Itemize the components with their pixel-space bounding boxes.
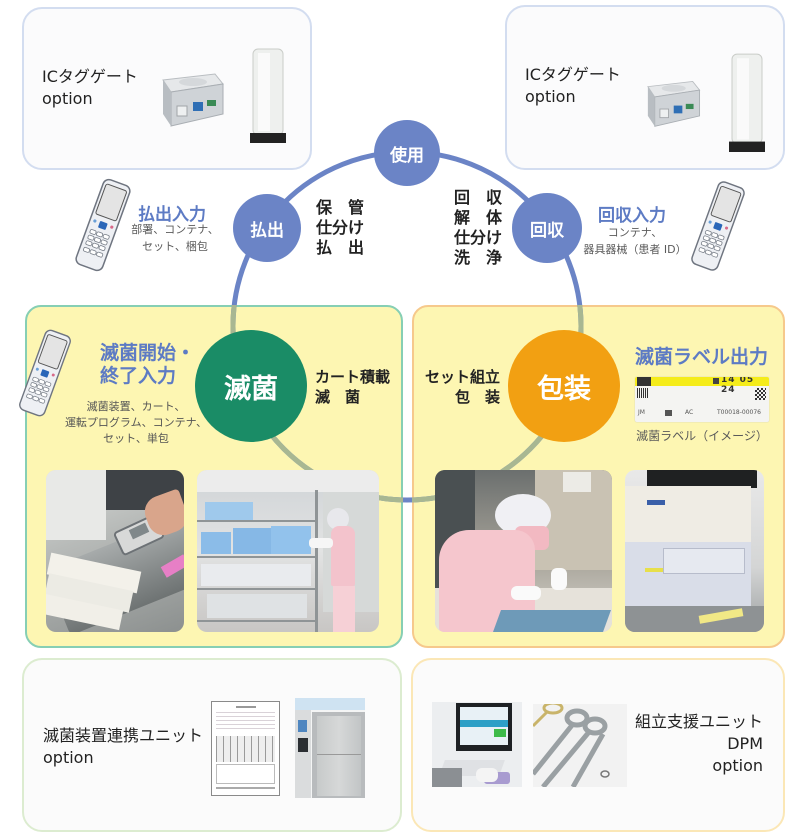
cycle-node-issue-label: 払出 xyxy=(250,220,284,241)
cycle-node-issue: 払出 xyxy=(233,194,301,262)
sterilization-record-document-image xyxy=(211,701,280,796)
dpm-label: DPM xyxy=(727,734,763,753)
label-serial: T00018-00076 xyxy=(717,409,762,416)
assembly-support-unit-title: 組立支援ユニット xyxy=(634,712,763,731)
sterilization-steps: カート積載 滅 菌 xyxy=(315,367,390,407)
nurse-figure xyxy=(327,508,349,530)
step-collect: 回 収 xyxy=(454,188,503,207)
cycle-node-sterilize: 滅菌 xyxy=(195,330,307,442)
collection-input-detail-line: コンテナ、 xyxy=(607,226,663,239)
sterilization-input-title: 滅菌開始・ 終了入力 xyxy=(100,342,195,388)
sterilization-input-details: 滅菌装置、カート、 運転プログラム、コンテナ、 セット、単包 xyxy=(60,399,212,447)
step-sorting: 仕分け xyxy=(316,218,365,237)
step-sterilization: 滅 菌 xyxy=(315,388,361,406)
ic-tag-gate-tower-image xyxy=(250,47,286,143)
handheld-scanner-icon xyxy=(14,326,76,420)
surgical-instruments-image xyxy=(533,704,627,787)
step-cart-loading: カート積載 xyxy=(315,368,391,386)
sterilization-detail-line: 運転プログラム、コンテナ、 xyxy=(64,416,208,429)
sterilization-label-caption: 滅菌ラベル（イメージ） xyxy=(636,429,768,443)
option-label: option xyxy=(42,89,93,108)
sterilization-input-title-line: 終了入力 xyxy=(100,365,177,387)
step-sorting: 仕分け xyxy=(454,228,503,247)
assembly-support-unit-label: 組立支援ユニット DPM option xyxy=(600,711,763,777)
issue-input-title: 払出入力 xyxy=(138,205,206,225)
sterilization-input-title-line: 滅菌開始・ xyxy=(100,342,196,364)
assembly-support-terminal-image xyxy=(432,702,522,787)
cycle-node-package: 包装 xyxy=(508,330,620,442)
sterilizer-link-unit-title: 滅菌装置連携ユニット xyxy=(43,726,204,745)
container-box-image xyxy=(157,70,225,128)
sterilizer-machine-image xyxy=(295,698,365,798)
step-packaging: 包 装 xyxy=(454,388,500,406)
sterilization-detail-line: 滅菌装置、カート、 xyxy=(86,400,186,413)
sterilizer-link-unit-label: 滅菌装置連携ユニット option xyxy=(43,725,203,769)
photo-sterile-storage-shelves xyxy=(197,470,379,632)
photo-set-assembly xyxy=(435,470,612,632)
step-storage: 保 管 xyxy=(316,198,365,217)
step-set-assembly: セット組立 xyxy=(424,368,500,386)
qr-code-icon xyxy=(755,388,766,400)
sterilization-label-sample: 14 05 24 JM AC T00018-00076 xyxy=(635,377,769,422)
step-issue: 払 出 xyxy=(316,238,365,257)
photo-label-printer xyxy=(625,470,764,632)
collection-input-detail-line: 器具器械（患者 ID） xyxy=(583,243,687,256)
container-box-image xyxy=(638,78,706,128)
label-mid-code: AC xyxy=(685,409,694,416)
handheld-scanner-icon xyxy=(686,177,750,275)
ic-tag-gate-tower-image xyxy=(729,52,765,152)
option-label: option xyxy=(712,756,763,775)
ic-tag-gate-label-right: ICタグゲート option xyxy=(525,64,621,108)
sterilization-detail-line: セット、単包 xyxy=(103,432,169,445)
cycle-node-use-label: 使用 xyxy=(390,145,424,166)
packaging-steps: セット組立 包 装 xyxy=(424,367,500,407)
label-left-code: JM xyxy=(638,409,645,416)
option-label: option xyxy=(525,87,576,106)
collection-steps: 回 収 解 体 仕分け 洗 浄 xyxy=(454,188,502,268)
option-label: option xyxy=(43,748,94,767)
label-date: 14 05 24 xyxy=(721,377,755,395)
cycle-node-collect: 回収 xyxy=(512,193,582,263)
photo-scanning-sterile-packs xyxy=(46,470,184,632)
step-disassemble: 解 体 xyxy=(454,208,503,227)
issue-input-detail-line: 部署、コンテナ、 xyxy=(131,223,219,236)
handheld-scanner-icon xyxy=(70,176,136,274)
step-washing: 洗 浄 xyxy=(454,248,503,267)
collection-input-title: 回収入力 xyxy=(598,206,666,226)
cycle-node-use: 使用 xyxy=(374,120,440,186)
storage-steps: 保 管 仕分け 払 出 xyxy=(316,198,364,258)
cycle-node-package-label: 包装 xyxy=(537,373,591,405)
sterilization-label-output-title: 滅菌ラベル出力 xyxy=(635,346,769,368)
cycle-node-sterilize-label: 滅菌 xyxy=(224,373,278,405)
ic-tag-gate-title: ICタグゲート xyxy=(525,65,621,84)
ic-tag-gate-label-left: ICタグゲート option xyxy=(42,66,138,110)
collection-input-details: コンテナ、 器具器械（患者 ID） xyxy=(578,224,692,258)
ic-tag-gate-title: ICタグゲート xyxy=(42,67,138,86)
issue-input-detail-line: セット、梱包 xyxy=(142,240,208,253)
cycle-node-collect-label: 回収 xyxy=(530,220,564,241)
issue-input-details: 部署、コンテナ、 セット、梱包 xyxy=(122,221,228,255)
